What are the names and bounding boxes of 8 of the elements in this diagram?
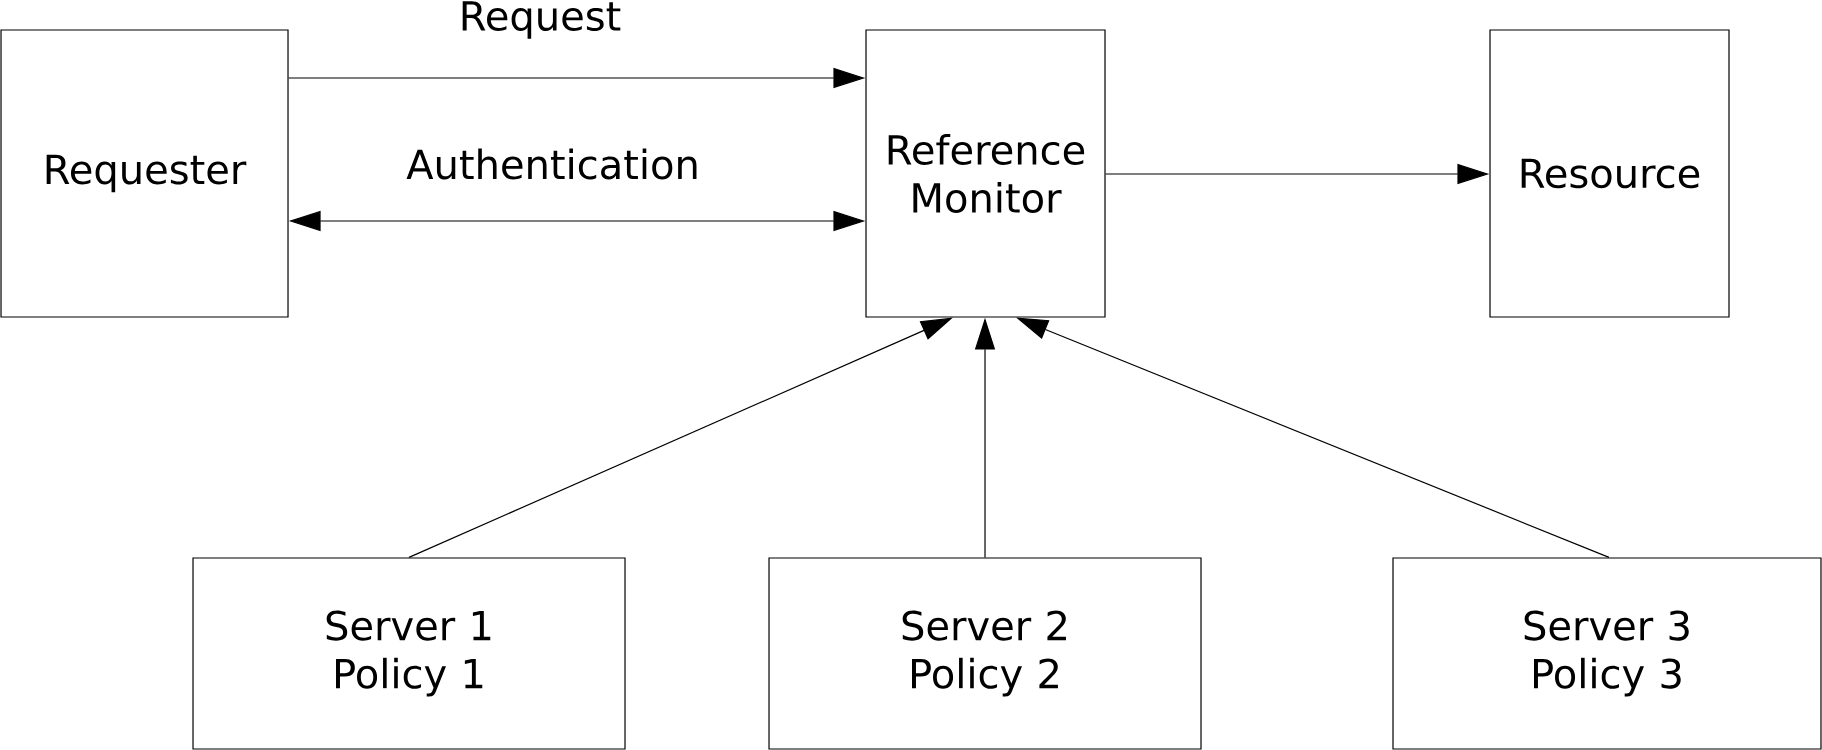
edge-label: Authentication xyxy=(406,148,697,180)
process-box: Resource xyxy=(1489,29,1730,318)
process-box: Requester xyxy=(0,29,289,318)
process-box: Reference Monitor xyxy=(865,29,1106,318)
edge-label: Request xyxy=(462,1,621,39)
process-box: Server 1 Policy 1 xyxy=(192,557,626,750)
process-box: Server 2 Policy 2 xyxy=(768,557,1202,750)
process-box: Server 3 Policy 3 xyxy=(1392,557,1822,750)
